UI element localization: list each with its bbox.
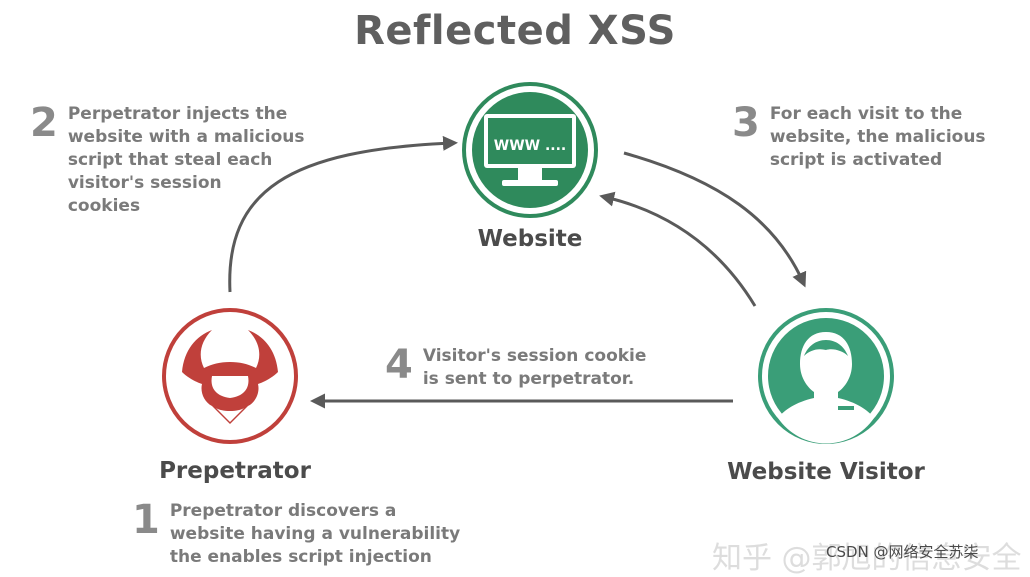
arrow-website-to-visitor: [623, 151, 807, 288]
csdn-watermark: CSDN @网络安全苏柒: [826, 543, 979, 561]
step-3: 3 For each visit to the website, the mal…: [732, 103, 986, 172]
perpetrator-label: Prepetrator: [159, 458, 311, 484]
step-2: 2 Perpetrator injects the website with a…: [30, 103, 304, 218]
website-screen-text: WWW ....: [493, 138, 567, 154]
arrow-visitor-to-website: [599, 191, 757, 307]
step-text: Prepetrator discovers a website having a…: [169, 501, 461, 567]
step-4: 4 Visitor's session cookie is sent to pe…: [385, 345, 646, 391]
step-number: 1: [132, 497, 160, 543]
visitor-label: Website Visitor: [727, 459, 925, 485]
step-text: Visitor's session cookie is sent to perp…: [422, 346, 647, 389]
monitor-icon: [462, 82, 598, 218]
step-number: 3: [732, 100, 760, 146]
step-text: Perpetrator injects the website with a m…: [67, 104, 305, 216]
perpetrator-node: [160, 306, 300, 446]
step-number: 4: [385, 342, 413, 388]
website-label: Website: [477, 226, 583, 252]
step-number: 2: [30, 100, 58, 146]
step-text: For each visit to the website, the malic…: [769, 104, 986, 170]
website-node: WWW ....: [460, 80, 600, 220]
user-icon: [758, 308, 894, 444]
visitor-node: [756, 306, 896, 446]
devil-icon: [162, 308, 298, 444]
arrow-perpetrator-to-website: [228, 135, 458, 293]
diagram-title: Reflected XSS: [354, 8, 676, 54]
step-1: 1 Prepetrator discovers a website having…: [132, 500, 460, 569]
